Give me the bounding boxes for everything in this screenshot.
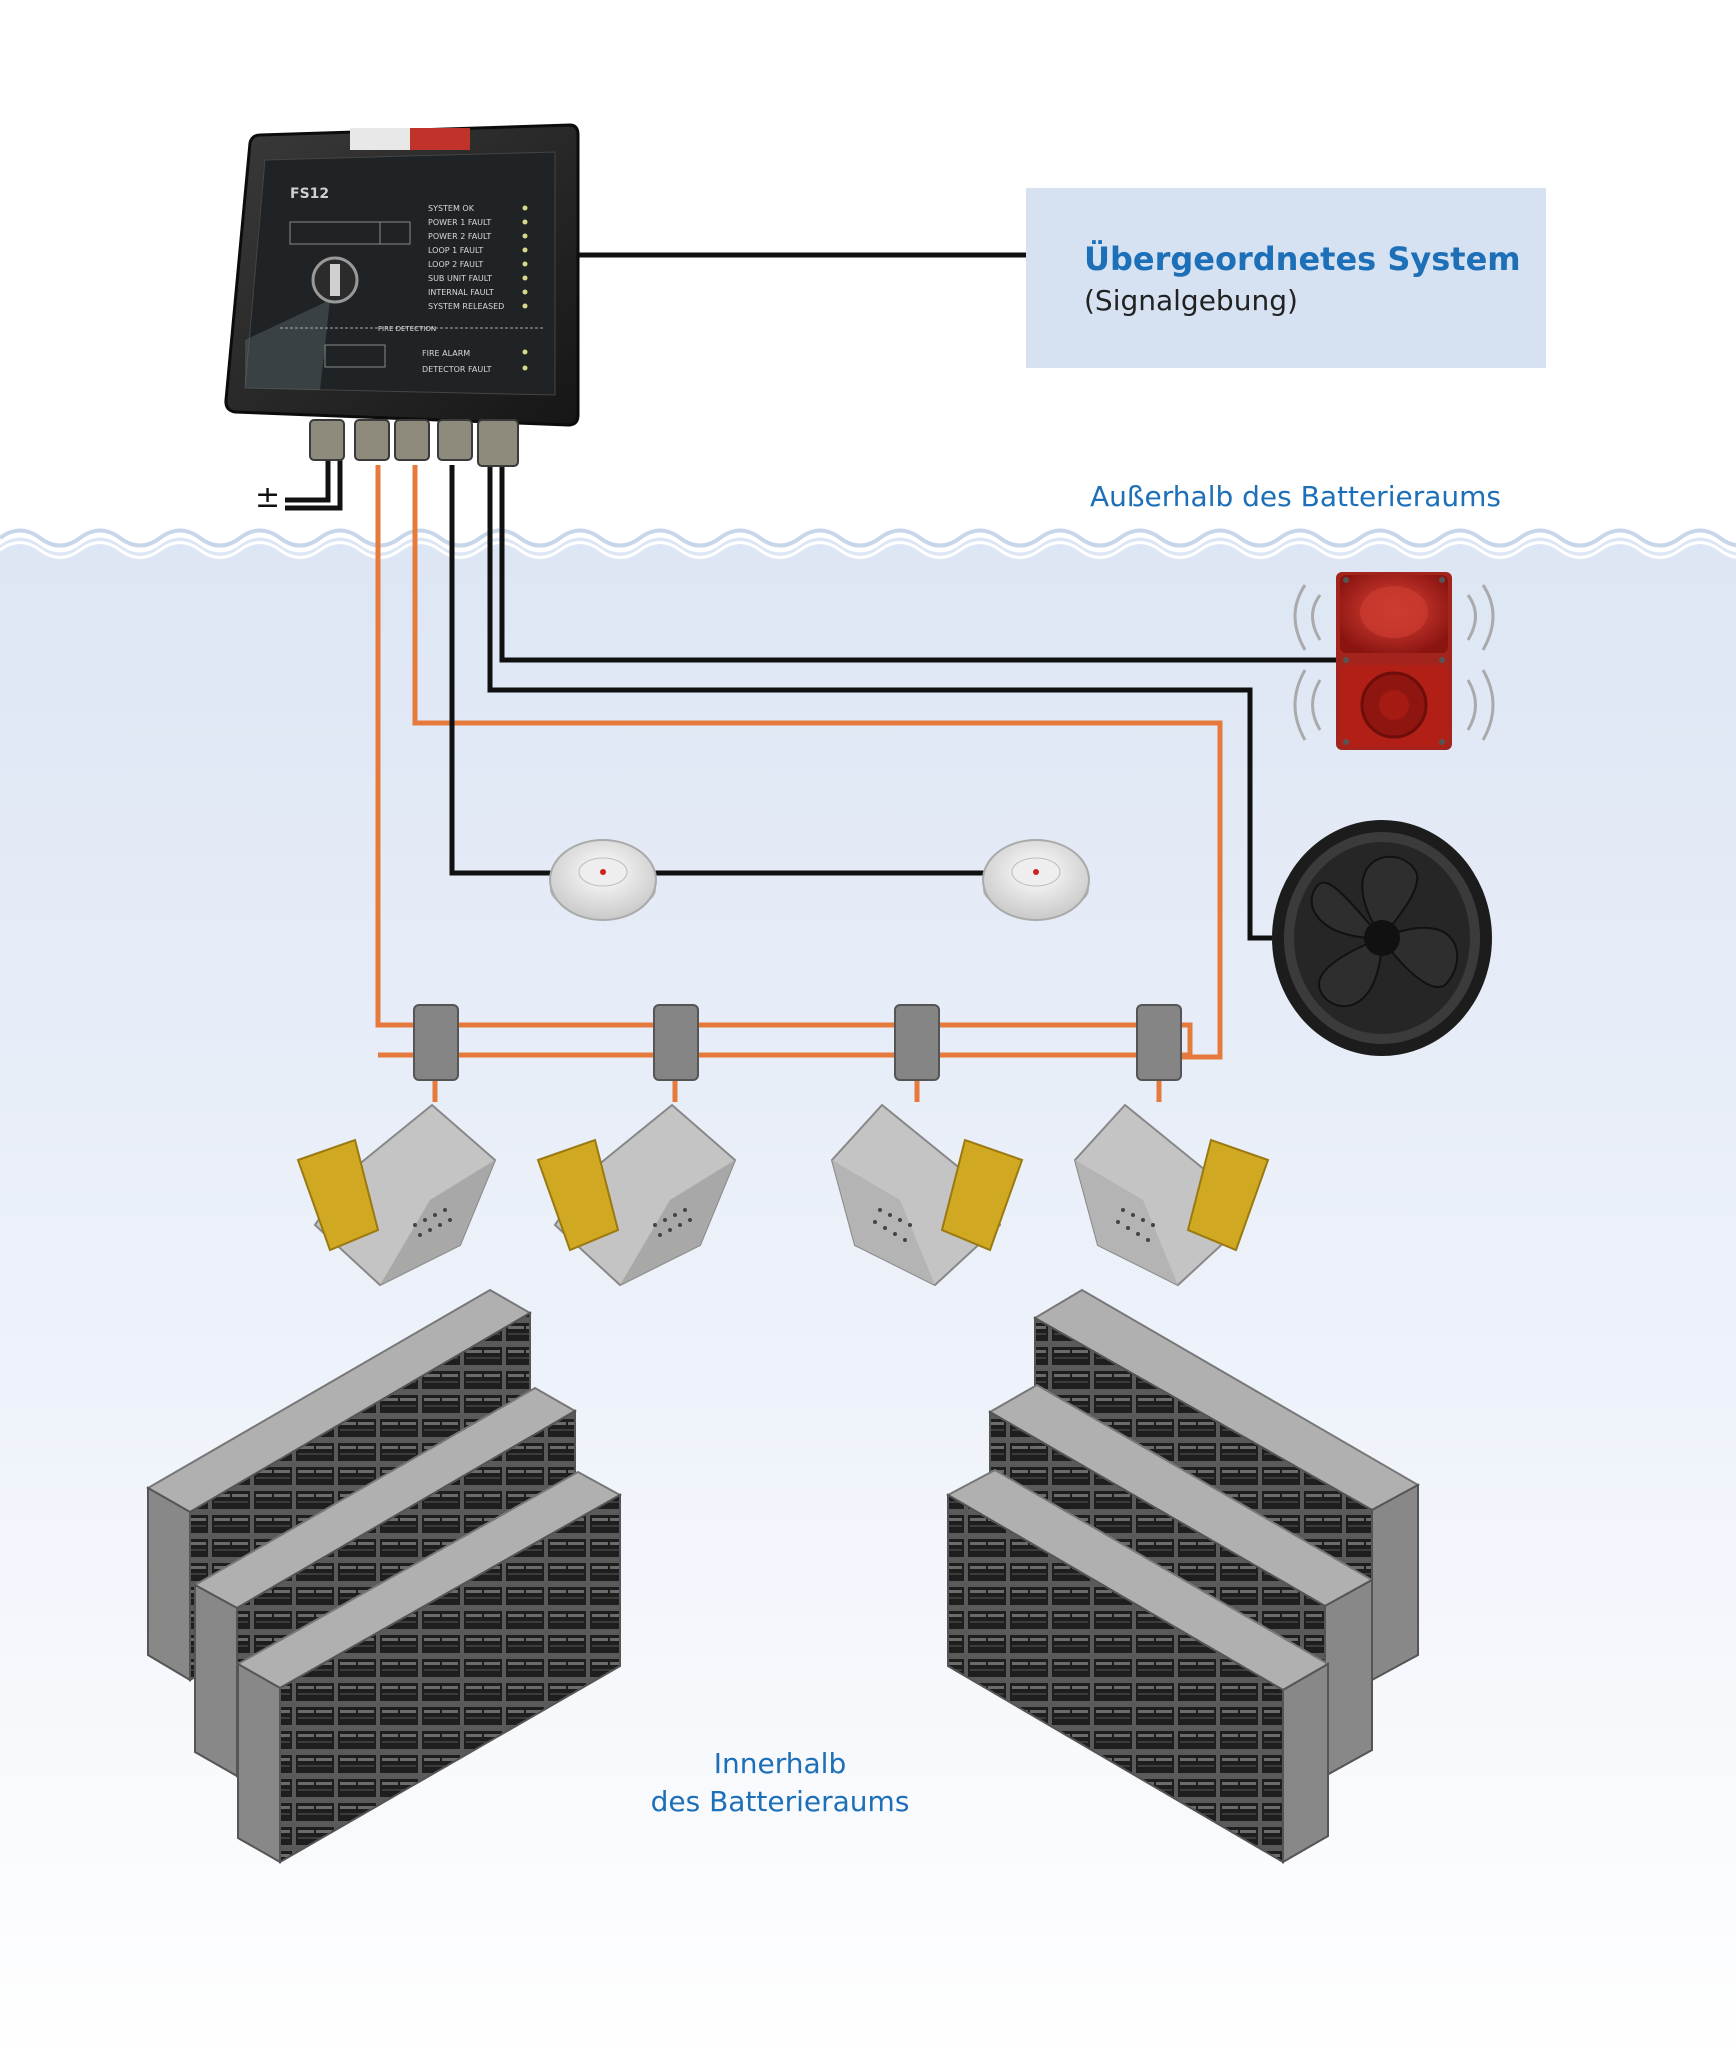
status-item: SUB UNIT FAULT — [428, 274, 492, 283]
panel-status-list: SYSTEM OK POWER 1 FAULT POWER 2 FAULT LO… — [428, 204, 504, 311]
panel-model-label: FS12 — [290, 186, 329, 202]
sound-waves — [1293, 584, 1495, 741]
junction-boxes — [413, 1004, 1182, 1081]
alarm-item: FIRE ALARM — [422, 349, 470, 358]
cables — [285, 252, 1340, 1102]
cable-sounder-a — [499, 465, 1340, 663]
cable-orange-loop-b — [412, 465, 1223, 1060]
inside-zone-label: Innerhalb des Batterieraums — [630, 1745, 930, 1821]
cable-power — [285, 455, 331, 503]
junction-box-4 — [1136, 1004, 1182, 1081]
battery-racks-right — [945, 1288, 1421, 1864]
power-symbol: ± — [255, 480, 281, 515]
upper-system-subtitle: (Signalgebung) — [1084, 284, 1298, 317]
status-item: LOOP 1 FAULT — [428, 246, 483, 255]
cable-sounder-b — [487, 465, 1272, 941]
panel-brand-sticker — [350, 128, 418, 150]
status-item: POWER 2 FAULT — [428, 232, 491, 241]
status-item: LOOP 2 FAULT — [428, 260, 483, 269]
junction-box-3 — [894, 1004, 940, 1081]
battery-racks-left — [145, 1288, 623, 1864]
junction-box-2 — [653, 1004, 699, 1081]
smoke-detector-2 — [982, 839, 1090, 921]
inside-zone-label-line2: des Batterieraums — [650, 1785, 910, 1818]
control-panel-fs12: FS12 SYSTEM OK POWER 1 FAULT POWER 2 FAU… — [224, 123, 580, 467]
panel-section-label: FIRE DETECTION — [378, 325, 436, 333]
status-item: POWER 1 FAULT — [428, 218, 491, 227]
status-item: SYSTEM RELEASED — [428, 302, 504, 311]
battery-rack — [235, 1470, 623, 1864]
zone-boundary-wave-2 — [0, 541, 1736, 559]
alarm-item: DETECTOR FAULT — [422, 365, 492, 374]
extinguishing-unit-3 — [830, 1103, 1024, 1287]
extinguishing-unit-4 — [1073, 1103, 1270, 1287]
upper-system-box: Übergeordnetes System (Signalgebung) — [1026, 188, 1546, 368]
smoke-detector-1 — [549, 839, 657, 921]
extinguishing-unit-1 — [296, 1103, 497, 1287]
ventilation-fan — [1272, 820, 1492, 1056]
panel-cable-glands — [309, 419, 519, 467]
alarm-sounder-beacon — [1293, 572, 1495, 750]
cable-power-2 — [285, 455, 343, 511]
extinguishing-unit-2 — [536, 1103, 737, 1287]
battery-rack — [945, 1468, 1330, 1864]
panel-warning-sticker — [410, 128, 470, 150]
outside-zone-label: Außerhalb des Batterieraums — [1090, 480, 1501, 513]
status-item: INTERNAL FAULT — [428, 288, 494, 297]
junction-box-1 — [413, 1004, 459, 1081]
cable-detectors — [449, 465, 1050, 876]
zone-boundary-wave — [0, 528, 1736, 548]
panel-leds — [522, 205, 528, 371]
upper-system-title: Übergeordnetes System — [1084, 240, 1521, 278]
inside-zone-label-line1: Innerhalb — [713, 1747, 847, 1780]
status-item: SYSTEM OK — [428, 204, 475, 213]
